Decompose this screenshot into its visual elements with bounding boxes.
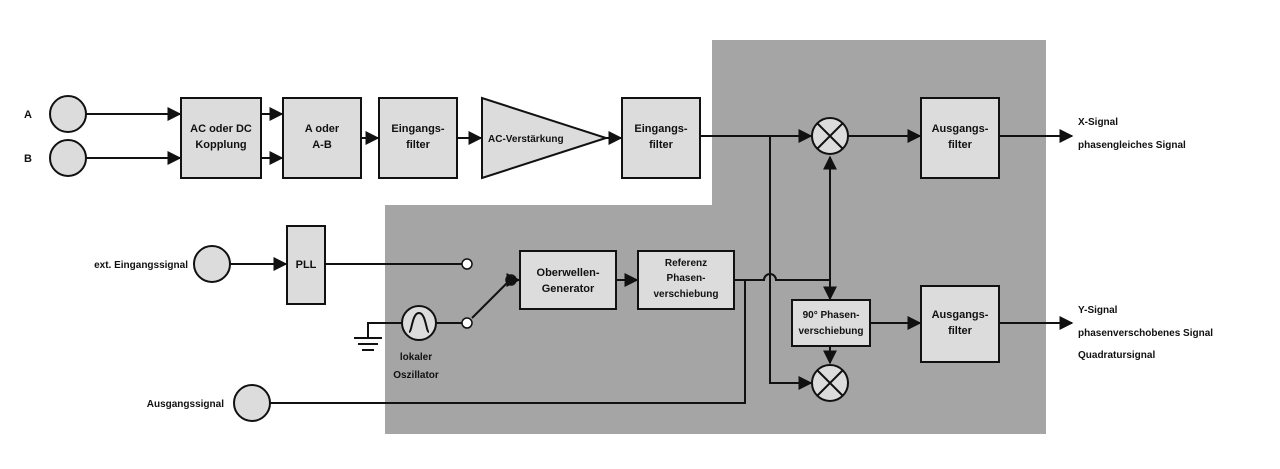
ref-phase-label-3: verschiebung xyxy=(653,289,718,300)
ac-amplifier-label: AC-Verstärkung xyxy=(488,134,564,145)
ref-phase-label-1: Referenz xyxy=(665,258,707,269)
harmonic-generator-block xyxy=(519,250,617,310)
ref-phase-block xyxy=(637,250,735,310)
harmonic-generator-label-1: Oberwellen- xyxy=(537,267,600,279)
output-filter-y-label-2: filter xyxy=(948,325,973,337)
input-filter-1-block xyxy=(378,97,458,179)
x-signal-label-1: X-Signal xyxy=(1078,117,1118,128)
wire-signal-down xyxy=(769,136,813,390)
ab-select-label-1: A oder xyxy=(305,123,340,135)
switch-pivot xyxy=(505,274,517,286)
input-filter-2-label-1: Eingangs- xyxy=(634,123,688,135)
ext-reference-terminal xyxy=(193,245,231,283)
input-filter-1-label-1: Eingangs- xyxy=(391,123,445,135)
y-signal-label-3: Quadratursignal xyxy=(1078,350,1155,361)
reference-switch-lever xyxy=(471,281,509,319)
output-filter-y-block xyxy=(920,285,1000,363)
mixer-y xyxy=(811,364,849,402)
input-a-label: A xyxy=(24,109,32,121)
output-filter-y-label-1: Ausgangs- xyxy=(932,309,989,321)
input-b-terminal xyxy=(49,139,87,177)
input-filter-2-block xyxy=(621,97,701,179)
output-filter-x-label-1: Ausgangs- xyxy=(932,123,989,135)
ground-symbol xyxy=(354,337,382,351)
switch-contact-osc xyxy=(461,317,473,329)
wire-ref-output xyxy=(250,280,746,410)
harmonic-generator-label-2: Generator xyxy=(542,283,595,295)
local-oscillator-label-2: Oszillator xyxy=(393,370,439,381)
ref-phase-label-2: Phasen- xyxy=(667,273,706,284)
local-oscillator xyxy=(401,305,437,341)
local-oscillator-label-1: lokaler xyxy=(400,352,432,363)
ref-output-label: Ausgangssignal xyxy=(147,399,224,410)
x-signal-label-2: phasengleiches Signal xyxy=(1078,140,1186,151)
input-filter-2-label-2: filter xyxy=(649,139,674,151)
phase90-block xyxy=(791,299,871,347)
y-signal-label-2: phasenverschobenes Signal xyxy=(1078,328,1213,339)
coupling-block xyxy=(180,97,262,179)
pll-label: PLL xyxy=(296,259,317,271)
input-b-label: B xyxy=(24,153,32,165)
oscillator-ground-wire xyxy=(367,322,402,338)
ref-output-terminal xyxy=(233,384,271,422)
coupling-label-2: Kopplung xyxy=(195,139,246,151)
input-a-terminal xyxy=(49,95,87,133)
output-filter-x-label-2: filter xyxy=(948,139,973,151)
phase90-label-1: 90° Phasen- xyxy=(803,310,860,321)
ext-reference-label: ext. Eingangssignal xyxy=(94,260,188,271)
wire-refphase-mixers xyxy=(734,273,830,281)
ab-select-label-2: A-B xyxy=(312,139,332,151)
coupling-label-1: AC oder DC xyxy=(190,123,252,135)
digital-section-shade xyxy=(385,40,1046,434)
output-filter-x-block xyxy=(920,97,1000,179)
ac-amplifier xyxy=(481,96,610,180)
y-signal-label-1: Y-Signal xyxy=(1078,305,1118,316)
mixer-x xyxy=(811,117,849,155)
switch-contact-pll xyxy=(461,258,473,270)
ab-select-block xyxy=(282,97,362,179)
phase90-label-2: verschiebung xyxy=(798,326,863,337)
input-filter-1-label-2: filter xyxy=(406,139,431,151)
